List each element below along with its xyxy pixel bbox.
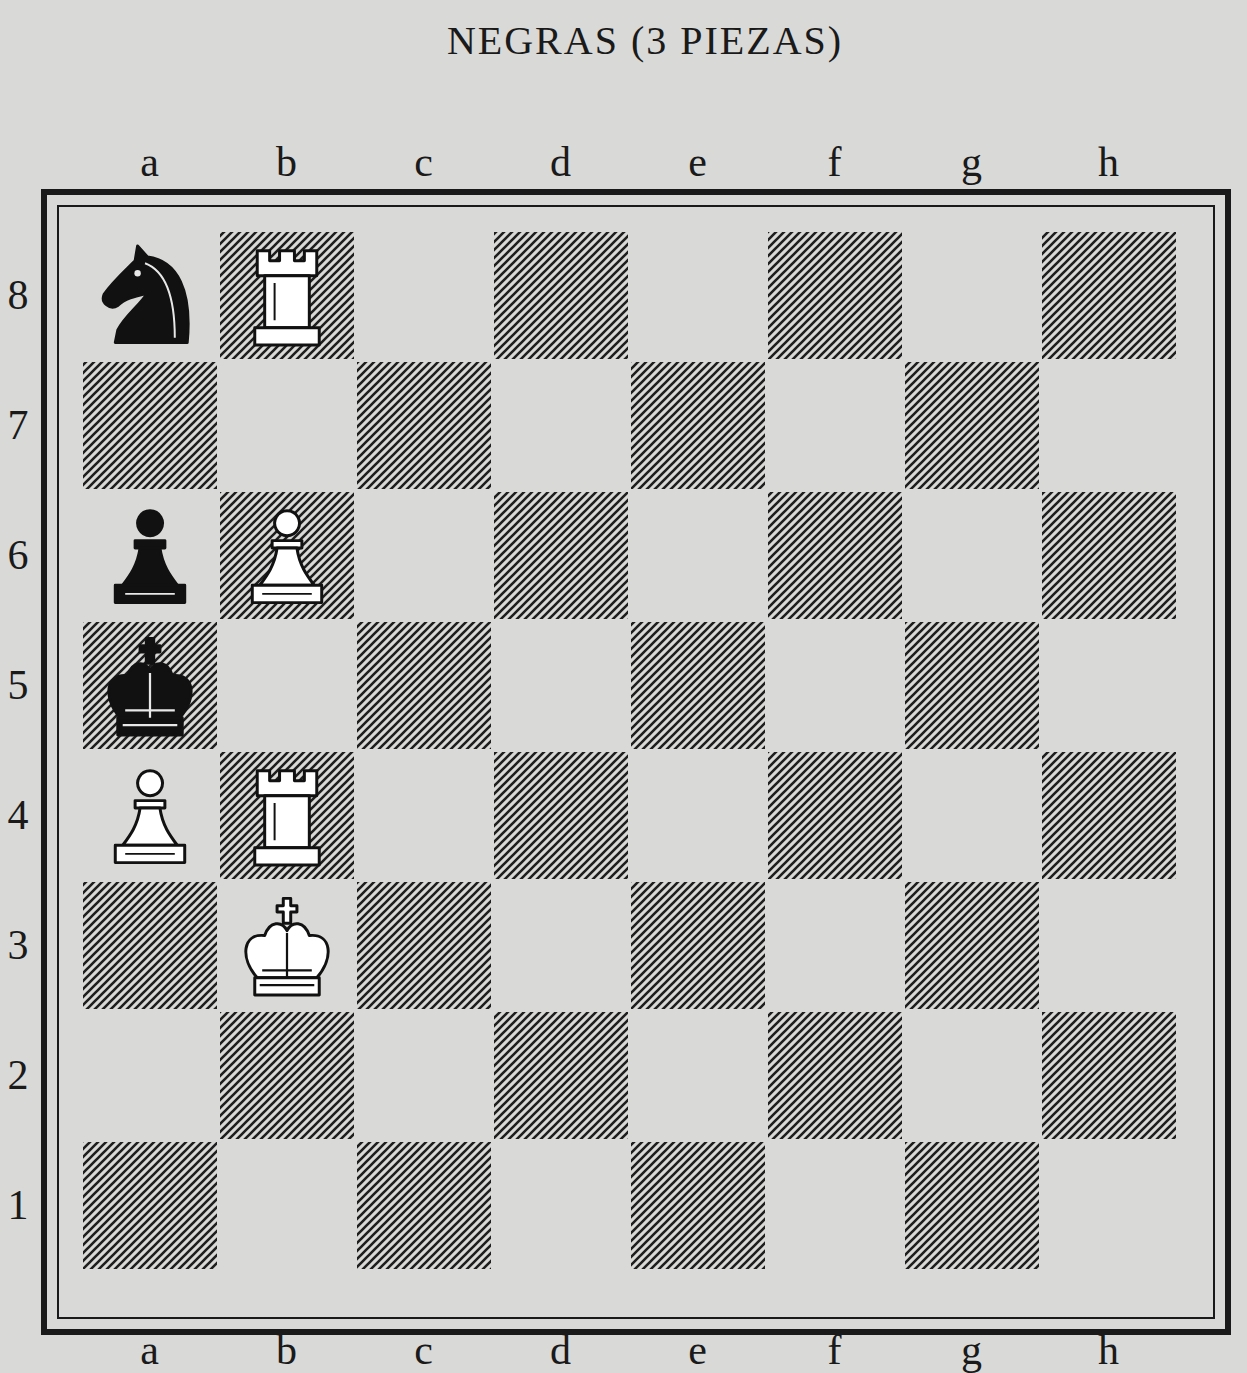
dark-square	[357, 622, 491, 749]
diagram-title: NEGRAS (3 PIEZAS)	[447, 17, 843, 64]
dark-square	[905, 362, 1039, 489]
file-letter: h	[1098, 138, 1119, 186]
dark-square	[905, 1142, 1039, 1269]
rank-number: 2	[8, 1051, 29, 1099]
dark-square	[357, 1142, 491, 1269]
rank-number: 7	[8, 401, 29, 449]
chess-piece	[103, 246, 188, 343]
dark-square	[631, 362, 765, 489]
dark-square	[631, 1142, 765, 1269]
file-letter: a	[140, 1326, 159, 1373]
file-letter: h	[1098, 1326, 1119, 1373]
chess-piece	[246, 898, 328, 995]
dark-square	[1042, 492, 1176, 619]
board-frame-inner	[58, 206, 1214, 1318]
file-letter: g	[961, 138, 982, 186]
file-letter: b	[276, 1326, 297, 1373]
dark-square	[83, 882, 217, 1009]
file-letter: f	[828, 138, 842, 186]
file-letter: d	[550, 1326, 571, 1373]
rank-number: 3	[8, 921, 29, 969]
chess-piece	[255, 771, 319, 865]
dark-square	[768, 752, 902, 879]
rank-number: 1	[8, 1181, 29, 1229]
dark-square	[357, 362, 491, 489]
dark-square	[768, 1012, 902, 1139]
chess-piece	[115, 511, 184, 603]
dark-square	[1042, 1012, 1176, 1139]
dark-square	[494, 492, 628, 619]
file-letter: c	[414, 138, 433, 186]
dark-square	[631, 622, 765, 749]
dark-square	[494, 752, 628, 879]
file-letter: b	[276, 138, 297, 186]
file-letter: e	[688, 1326, 707, 1373]
chess-piece	[252, 511, 321, 603]
dark-square	[631, 882, 765, 1009]
dark-square	[220, 1012, 354, 1139]
rank-number: 5	[8, 661, 29, 709]
dark-square	[905, 882, 1039, 1009]
dark-square	[768, 492, 902, 619]
chess-piece	[255, 251, 319, 345]
file-letter: g	[961, 1326, 982, 1373]
chess-piece	[115, 771, 184, 863]
file-letter: f	[828, 1326, 842, 1373]
dark-square	[1042, 232, 1176, 359]
dark-square	[220, 752, 354, 879]
file-letter: a	[140, 138, 159, 186]
file-letter: c	[414, 1326, 433, 1373]
rank-number: 8	[8, 271, 29, 319]
dark-square	[905, 622, 1039, 749]
dark-square	[83, 1142, 217, 1269]
dark-square	[494, 232, 628, 359]
dark-square	[1042, 752, 1176, 879]
dark-square	[83, 362, 217, 489]
chess-piece	[109, 638, 191, 735]
board-frame	[44, 192, 1228, 1332]
rank-number: 6	[8, 531, 29, 579]
dark-square	[357, 882, 491, 1009]
dark-square	[494, 1012, 628, 1139]
dark-square	[220, 492, 354, 619]
file-letter: e	[688, 138, 707, 186]
file-letter: d	[550, 138, 571, 186]
dark-square	[220, 232, 354, 359]
dark-square	[83, 622, 217, 749]
rank-number: 4	[8, 791, 29, 839]
dark-square	[768, 232, 902, 359]
